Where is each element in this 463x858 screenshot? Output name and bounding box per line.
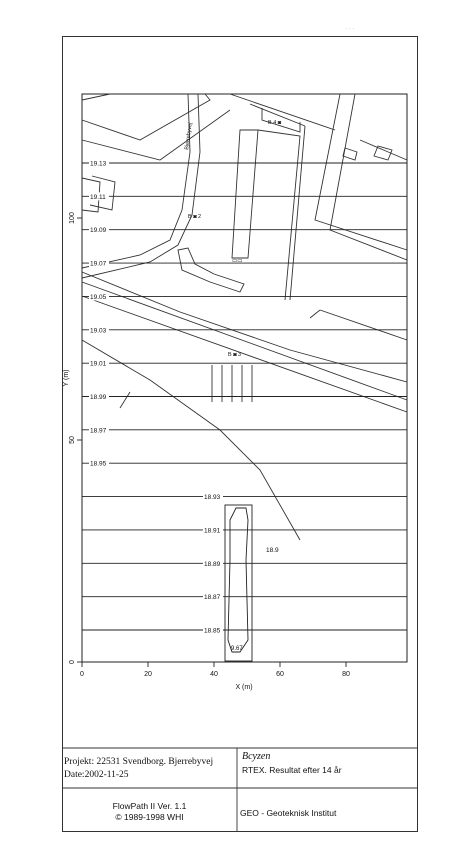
- contour-label: 19.01: [90, 361, 107, 368]
- svg-text:40: 40: [210, 671, 218, 678]
- y-tick-labels: 0 50 100: [69, 212, 76, 664]
- contour-label: 19.11: [90, 194, 106, 201]
- svg-text:0: 0: [80, 671, 84, 678]
- svg-text:100: 100: [69, 212, 76, 224]
- svg-text:B ◙ 2: B ◙ 2: [188, 214, 201, 220]
- svg-text:0: 0: [69, 660, 76, 664]
- plot-area: [81, 93, 408, 663]
- x-axis-label: X (m): [235, 684, 252, 691]
- min-contour-label: 18.9: [266, 547, 279, 554]
- page-frame: [62, 36, 418, 832]
- contour-label: 19.07: [90, 261, 107, 268]
- contour-labels: 19.13 19.11 19.09 19.07 19.05 19.03 19.01 18.99…: [89, 159, 223, 635]
- contour-label: 19.05: [90, 294, 107, 301]
- svg-text:B 4 ◙: B 4 ◙: [268, 120, 282, 126]
- contour-label: 18.91: [204, 527, 221, 534]
- contour-label: 19.09: [90, 227, 107, 234]
- svg-text:B ◙ 3: B ◙ 3: [228, 352, 241, 358]
- contour-label: 18.99: [90, 394, 107, 401]
- handwritten-signature: Bcyzen: [242, 751, 271, 762]
- contour-label: 18.89: [204, 561, 221, 568]
- scan-artifact: · · ·: [345, 26, 355, 32]
- site-map: [81, 93, 408, 541]
- contour-label: 19.03: [90, 327, 107, 334]
- svg-text:20: 20: [144, 671, 152, 678]
- project-text: Projekt: 22531 Svendborg. Bjerrebyvej: [64, 757, 214, 767]
- contour-lines: [82, 162, 407, 631]
- result-text: RTEX. Resultat efter 14 år: [242, 765, 342, 775]
- svg-text:80: 80: [342, 671, 350, 678]
- contour-label: 18.97: [90, 427, 107, 434]
- pond-label: 9.67: [231, 646, 243, 652]
- pond-outline: [224, 504, 253, 662]
- well-markers: B 4 ◙ B ◙ 2 B ◙ 3 ▭▭: [188, 120, 282, 358]
- contour-label: 18.93: [204, 494, 221, 501]
- company-text: GEO - Geoteknisk Institut: [240, 808, 337, 818]
- contour-label: 18.95: [90, 461, 107, 468]
- svg-text:▭▭: ▭▭: [232, 258, 243, 264]
- copyright-text: © 1989-1998 WHI: [115, 812, 184, 822]
- footer-table: [62, 747, 418, 832]
- axis-ticks: [77, 217, 347, 667]
- y-axis-label: Y (m): [63, 370, 70, 387]
- road-label: Bjerrebyvej: [184, 122, 194, 150]
- svg-text:50: 50: [69, 436, 76, 444]
- contour-label: 19.13: [90, 161, 107, 168]
- contour-label: 18.85: [204, 628, 221, 635]
- contour-label: 18.87: [204, 594, 221, 601]
- date-text: Date:2002-11-25: [64, 770, 129, 780]
- svg-text:60: 60: [276, 671, 284, 678]
- x-tick-labels: 0 20 40 60 80: [80, 671, 350, 678]
- software-text: FlowPath II Ver. 1.1: [112, 801, 187, 811]
